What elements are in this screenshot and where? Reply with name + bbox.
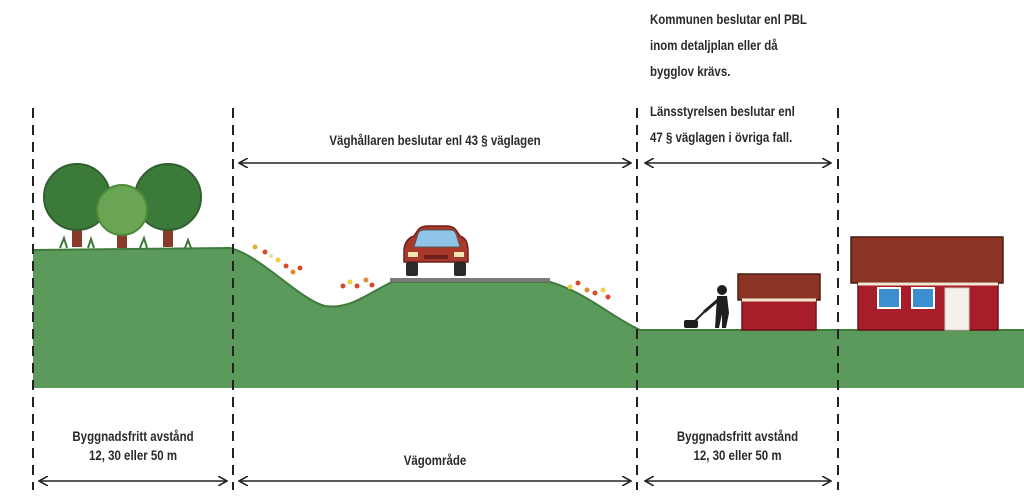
shed-icon: [737, 273, 821, 331]
flowers-ditch: [340, 277, 375, 289]
door-icon: [944, 287, 970, 331]
municipality-note-line1: Kommunen beslutar enl PBL: [650, 11, 807, 27]
right-zone-label-line1: Byggnadsfritt avstånd: [676, 428, 799, 444]
ground-edge: [32, 246, 1024, 331]
flowers-right-slope: [567, 280, 611, 300]
ground-terrain: [33, 248, 1024, 388]
window-icon: [877, 287, 901, 309]
person-mowing-icon: [684, 285, 729, 328]
county-board-note-line2: 47 § väglagen i övriga fall.: [650, 129, 793, 145]
house-icon: [850, 236, 1004, 331]
municipality-note-line2: inom detaljplan eller då: [650, 37, 778, 53]
flowers-left-slope: [252, 244, 303, 275]
road-area-label: Vägområde: [403, 452, 467, 468]
left-zone-label-line2: 12, 30 eller 50 m: [88, 447, 178, 463]
road-surface: [390, 278, 550, 282]
car-icon: [403, 225, 469, 276]
trees: [43, 163, 202, 249]
county-board-note-line1: Länsstyrelsen beslutar enl: [650, 103, 795, 119]
left-zone-label-line1: Byggnadsfritt avstånd: [72, 428, 194, 444]
boundary-lines: [32, 108, 839, 490]
road-authority-label: Väghållaren beslutar enl 43 § väglagen: [329, 132, 541, 148]
tree-icon: [96, 184, 148, 236]
arrows: [40, 163, 830, 481]
municipality-note-line3: bygglov krävs.: [650, 63, 731, 79]
right-zone-label-line2: 12, 30 eller 50 m: [693, 447, 782, 463]
window-icon: [911, 287, 935, 309]
